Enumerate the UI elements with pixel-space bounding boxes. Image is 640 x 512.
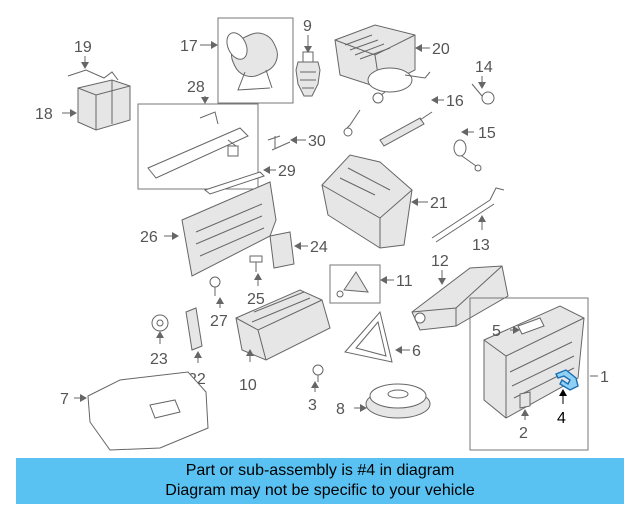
part-30-bolt[interactable] — [267, 135, 291, 151]
callout-25: 25 — [247, 291, 265, 308]
part-8-spare-wheel-holder[interactable] — [365, 383, 431, 419]
part-4-clip-highlighted[interactable] — [555, 369, 579, 391]
part-25-clip[interactable] — [249, 255, 263, 272]
part-24-bracket[interactable] — [269, 231, 295, 269]
part-14-tow-eye[interactable] — [471, 83, 495, 105]
part-21-jack-tray[interactable] — [321, 154, 413, 249]
callout-24: 24 — [310, 239, 328, 256]
exploded-parts-diagram: 17 9 20 19 18 28 — [35, 17, 609, 451]
banner-line-1: Part or sub-assembly is #4 in diagram — [185, 462, 455, 479]
part-18-pouch[interactable] — [77, 79, 131, 131]
callout-16: 16 — [446, 93, 464, 110]
callout-17: 17 — [180, 38, 198, 55]
callout-9: 9 — [303, 18, 312, 35]
part-3-bolt[interactable] — [312, 364, 324, 382]
part-7-cargo-mat[interactable] — [87, 371, 209, 451]
part-17-filter-cartridge[interactable] — [217, 17, 294, 104]
callout-1: 1 — [600, 369, 609, 386]
part-20-compressor[interactable] — [334, 24, 431, 137]
callout-2: 2 — [519, 425, 528, 442]
callout-20: 20 — [432, 41, 450, 58]
part-27-fastener[interactable] — [209, 276, 221, 296]
info-banner: Part or sub-assembly is #4 in diagram Di… — [16, 458, 624, 504]
callout-27: 27 — [210, 313, 228, 330]
callout-7: 7 — [60, 391, 69, 408]
part-16-tool[interactable] — [379, 111, 433, 147]
callout-28: 28 — [187, 79, 205, 96]
part-6-warning-triangle[interactable] — [344, 310, 393, 363]
part-5-clip[interactable] — [517, 317, 545, 335]
callout-11: 11 — [396, 273, 413, 290]
callout-26: 26 — [140, 229, 158, 246]
part-12-jack[interactable] — [411, 265, 509, 331]
callout-14: 14 — [475, 59, 493, 76]
callout-30: 30 — [308, 133, 326, 150]
callout-29: 29 — [278, 163, 296, 180]
callout-10: 10 — [239, 377, 257, 394]
part-1-trim-assembly[interactable] — [469, 297, 589, 451]
part-28-trim-panel[interactable] — [137, 103, 259, 190]
callout-8: 8 — [336, 401, 345, 418]
banner-line-2: Diagram may not be specific to your vehi… — [165, 482, 475, 499]
part-13-lug-wrench[interactable] — [431, 187, 505, 243]
part-29-rail[interactable] — [203, 171, 265, 195]
callout-23: 23 — [150, 351, 168, 368]
callout-19: 19 — [74, 39, 92, 56]
part-23-grommet[interactable] — [151, 314, 169, 332]
callout-13: 13 — [472, 237, 490, 254]
callout-6: 6 — [412, 343, 421, 360]
callout-15: 15 — [478, 125, 496, 142]
callout-3: 3 — [308, 397, 317, 414]
callout-5: 5 — [492, 323, 501, 340]
callout-12: 12 — [431, 253, 449, 270]
part-15-eyelet[interactable] — [453, 139, 482, 172]
callout-4: 4 — [557, 410, 566, 427]
part-26-side-panel[interactable] — [181, 181, 277, 277]
part-9-valve[interactable] — [295, 51, 321, 97]
part-11-kit[interactable] — [329, 264, 381, 304]
callout-21: 21 — [430, 195, 448, 212]
part-2-fastener[interactable] — [519, 391, 531, 409]
part-10-storage-tray[interactable] — [235, 289, 331, 361]
part-19-strap[interactable] — [67, 69, 119, 81]
callout-18: 18 — [35, 106, 53, 123]
part-22-bracket[interactable] — [185, 307, 203, 351]
